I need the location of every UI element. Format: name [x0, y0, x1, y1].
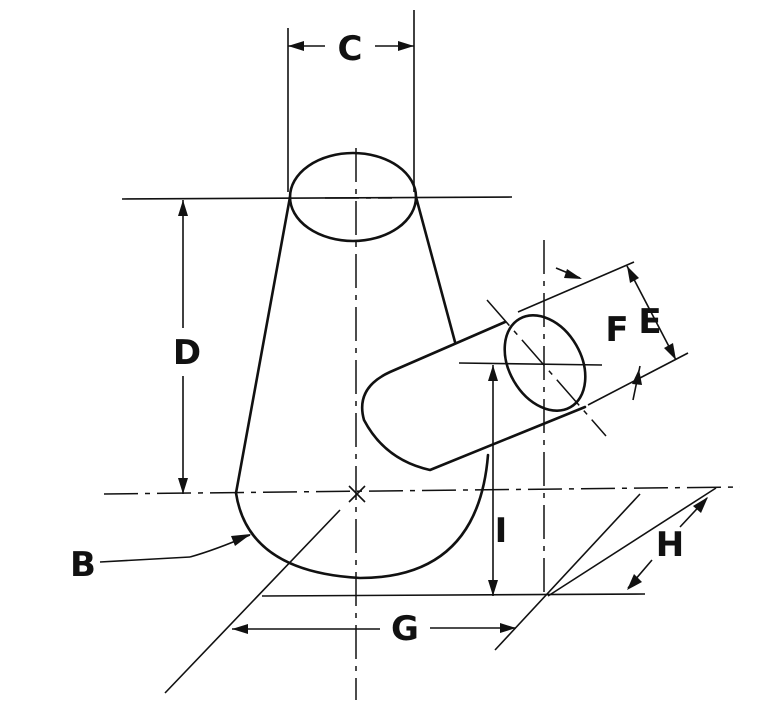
label-h: H	[656, 525, 684, 565]
dim-e-line	[626, 265, 677, 361]
branch-cylinder-outline	[360, 320, 587, 472]
e-extension-upper	[517, 261, 635, 313]
dim-d-arrow-top	[178, 200, 188, 216]
dim-i-arrow-top	[488, 365, 498, 381]
dim-f-arrow-top	[564, 269, 582, 279]
dim-g-arrow-right	[500, 623, 516, 633]
branch-axis-centerline	[486, 299, 607, 437]
bottom-reference-line	[261, 593, 646, 597]
branch-center-extension	[458, 362, 603, 366]
base-reference-line	[103, 486, 741, 495]
dim-i-arrow-bottom	[488, 580, 498, 596]
leader-b-line	[99, 556, 191, 563]
label-g: G	[391, 609, 419, 649]
dim-h-arrow-top	[693, 497, 708, 513]
dim-h-arrow-bottom	[627, 574, 642, 590]
dim-e-arrow-top	[627, 266, 639, 283]
cone-base-curve	[234, 453, 490, 580]
leader-b-arrow	[231, 534, 251, 546]
label-b: B	[70, 545, 96, 585]
label-f: F	[605, 310, 628, 350]
label-i: I	[495, 511, 508, 551]
dim-d-arrow-bottom	[178, 478, 188, 494]
branch-end-ellipse	[503, 314, 587, 412]
label-e: E	[638, 302, 661, 342]
cone-left-side	[234, 195, 292, 495]
oblique-line-right	[547, 487, 717, 597]
oblique-line-left	[164, 509, 341, 694]
top-reference-line	[121, 196, 513, 200]
label-d: D	[173, 333, 201, 373]
base-center-mark-b	[348, 485, 366, 503]
dim-c-arrow-right	[398, 41, 414, 51]
dim-f-arrow-bottom	[632, 369, 642, 385]
dim-e-arrow-bottom	[664, 343, 676, 360]
oblique-line-middle	[494, 493, 641, 651]
label-c: C	[338, 29, 363, 69]
dim-c-arrow-left	[288, 41, 304, 51]
dim-g-arrow-left	[232, 624, 248, 634]
cone-right-side	[414, 195, 457, 344]
